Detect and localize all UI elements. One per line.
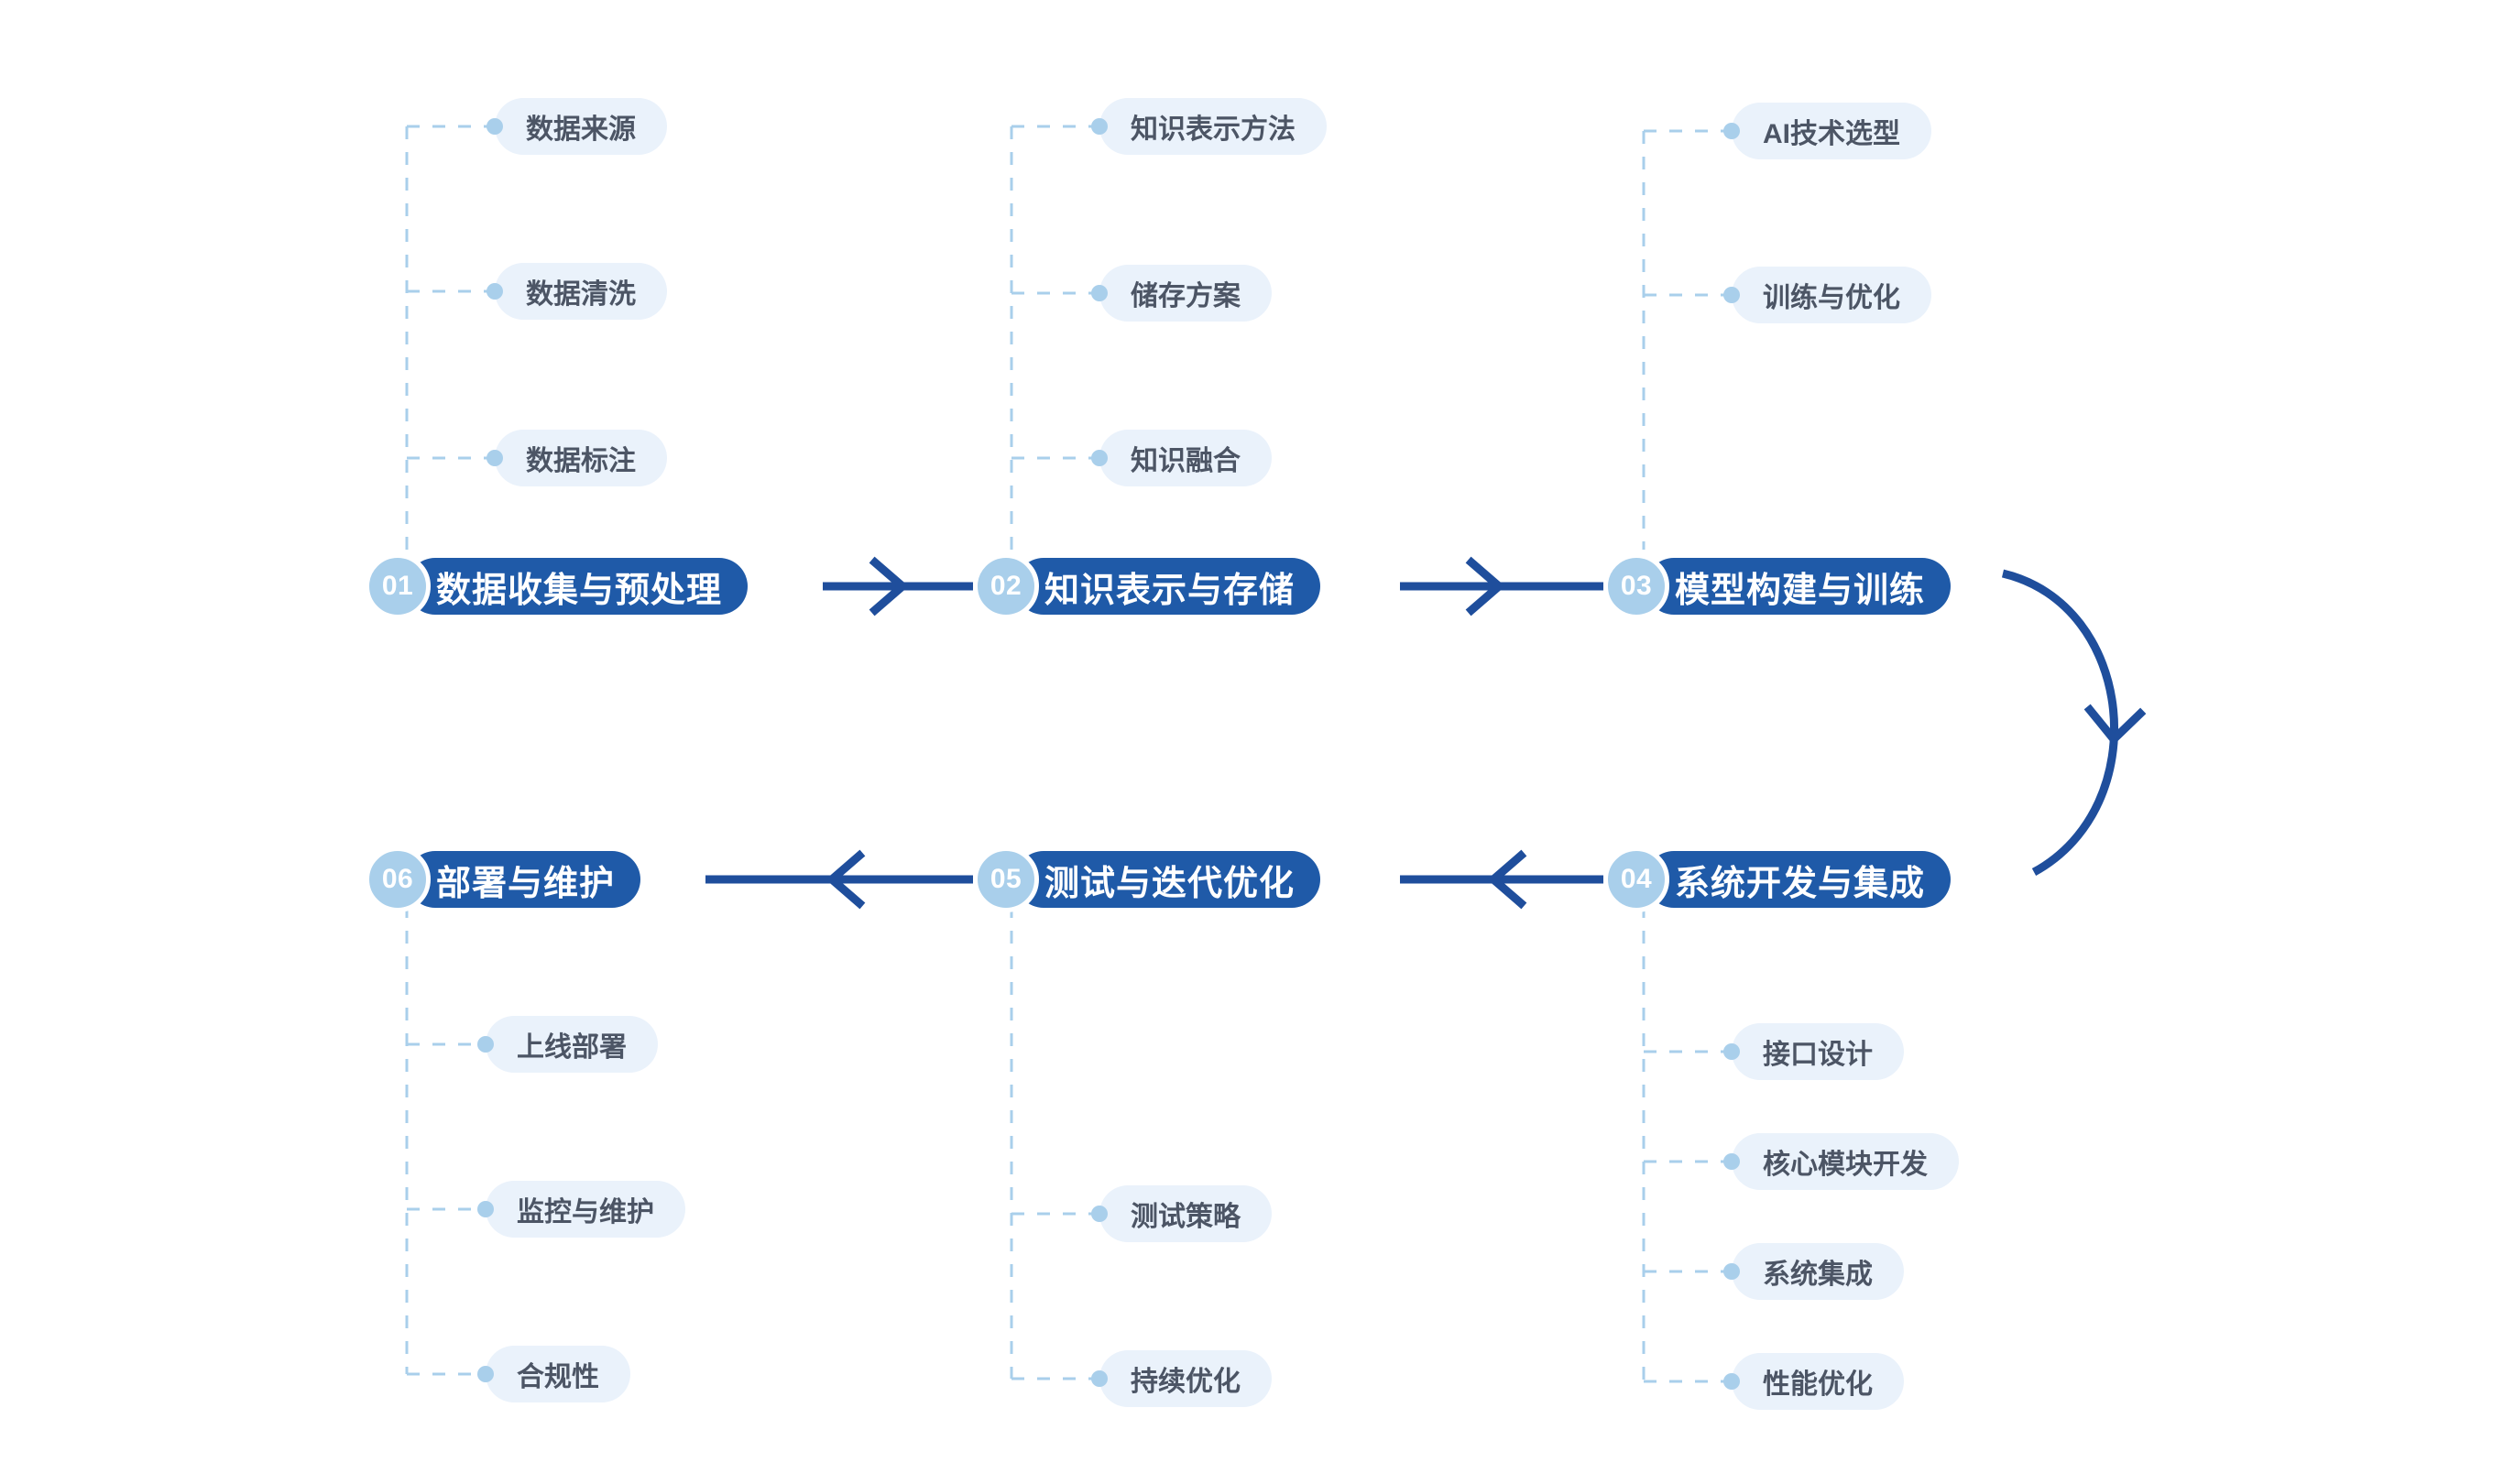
- sub-item-pill-06-1[interactable]: 上线部署: [486, 1016, 658, 1073]
- stage-number-badge-03: 03: [1603, 553, 1669, 619]
- sub-item-label: 知识表示方法: [1131, 115, 1296, 145]
- flow-arrow-02-to-03: [1400, 556, 1603, 617]
- stage-label-03: 模型构建与训练: [1646, 558, 1952, 615]
- sub-item-dot-04-3: [1723, 1263, 1740, 1280]
- sub-item-dot-02-3: [1091, 450, 1108, 466]
- sub-item-pill-01-2[interactable]: 数据清洗: [495, 263, 667, 320]
- sub-item-pill-03-2[interactable]: 训练与优化: [1732, 267, 1931, 323]
- stage-bar-06[interactable]: 06 部署与维护: [365, 846, 641, 912]
- stage-number-badge-06: 06: [365, 846, 431, 912]
- sub-item-dot-06-2: [477, 1201, 494, 1217]
- sub-item-dot-04-2: [1723, 1153, 1740, 1170]
- sub-item-dot-01-1: [487, 118, 503, 135]
- sub-item-pill-01-3[interactable]: 数据标注: [495, 430, 667, 486]
- sub-item-pill-04-4[interactable]: 性能优化: [1732, 1353, 1904, 1410]
- sub-item-label: 持续优化: [1131, 1367, 1241, 1397]
- sub-item-label: 数据来源: [526, 115, 636, 145]
- dashed-branch-group-03: [1642, 129, 1724, 550]
- sub-item-label: 测试策略: [1131, 1202, 1241, 1232]
- dashed-branch-group-01: [405, 125, 487, 550]
- stage-number-badge-02: 02: [973, 553, 1039, 619]
- sub-item-label: 训练与优化: [1763, 283, 1900, 313]
- flow-arrowhead-03-to-04: [2083, 704, 2147, 746]
- sub-item-pill-04-1[interactable]: 接口设计: [1732, 1023, 1904, 1080]
- stage-bar-01[interactable]: 01 数据收集与预处理: [365, 553, 749, 619]
- flow-arrowhead-02-to-03: [1465, 556, 1505, 617]
- stage-label-05: 测试与迭代优化: [1015, 851, 1321, 908]
- stage-number-badge-05: 05: [973, 846, 1039, 912]
- sub-item-pill-06-2[interactable]: 监控与维护: [486, 1181, 685, 1238]
- sub-item-pill-04-3[interactable]: 系统集成: [1732, 1243, 1904, 1300]
- sub-item-dot-04-1: [1723, 1043, 1740, 1060]
- sub-item-pill-01-1[interactable]: 数据来源: [495, 98, 667, 155]
- sub-item-dot-02-2: [1091, 285, 1108, 301]
- stage-label-06: 部署与维护: [407, 851, 641, 908]
- sub-item-dot-01-2: [487, 283, 503, 300]
- dashed-branch-group-04: [1642, 879, 1724, 1383]
- sub-item-dot-03-2: [1723, 287, 1740, 303]
- sub-item-pill-05-2[interactable]: 持续优化: [1099, 1350, 1272, 1407]
- flow-arrow-04-to-05: [1400, 849, 1603, 910]
- sub-item-dot-06-1: [477, 1036, 494, 1053]
- sub-item-label: 性能优化: [1763, 1369, 1873, 1400]
- sub-item-dot-06-3: [477, 1366, 494, 1382]
- sub-item-pill-03-1[interactable]: AI技术选型: [1732, 103, 1931, 159]
- flow-arrowhead-01-to-02: [869, 556, 909, 617]
- sub-item-label: 数据清洗: [526, 279, 636, 310]
- sub-item-label: 上线部署: [517, 1032, 627, 1063]
- stage-number-badge-01: 01: [365, 553, 431, 619]
- stage-bar-02[interactable]: 02 知识表示与存储: [973, 553, 1321, 619]
- sub-item-label: 核心模块开发: [1763, 1150, 1928, 1180]
- sub-item-label: 知识融合: [1131, 446, 1241, 476]
- flow-arrowhead-04-to-05: [1487, 849, 1527, 910]
- flow-curve-03-to-04: [2001, 569, 2118, 876]
- sub-item-label: 储存方案: [1131, 281, 1241, 311]
- sub-item-label: 监控与维护: [517, 1197, 654, 1228]
- flow-arrowhead-05-to-06: [826, 849, 866, 910]
- sub-item-dot-01-3: [487, 450, 503, 466]
- sub-item-pill-02-2[interactable]: 储存方案: [1099, 265, 1272, 322]
- flow-arrow-05-to-06: [705, 849, 973, 910]
- sub-item-dot-05-1: [1091, 1206, 1108, 1222]
- dashed-branch-group-02: [1010, 125, 1092, 550]
- stage-bar-05[interactable]: 05 测试与迭代优化: [973, 846, 1321, 912]
- sub-item-label: AI技术选型: [1763, 119, 1900, 149]
- sub-item-pill-05-1[interactable]: 测试策略: [1099, 1185, 1272, 1242]
- flow-arrow-03-to-04: [2001, 569, 2147, 876]
- sub-item-dot-03-1: [1723, 123, 1740, 139]
- flow-arrow-01-to-02: [823, 556, 973, 617]
- sub-item-label: 合规性: [517, 1362, 599, 1392]
- dashed-branch-group-05: [1010, 879, 1092, 1380]
- sub-item-label: 系统集成: [1763, 1260, 1873, 1290]
- sub-item-pill-06-3[interactable]: 合规性: [486, 1346, 630, 1402]
- sub-item-pill-02-1[interactable]: 知识表示方法: [1099, 98, 1327, 155]
- stage-label-04: 系统开发与集成: [1646, 851, 1952, 908]
- sub-item-label: 接口设计: [1763, 1040, 1873, 1070]
- stage-bar-03[interactable]: 03 模型构建与训练: [1603, 553, 1952, 619]
- sub-item-dot-02-1: [1091, 118, 1108, 135]
- sub-item-pill-02-3[interactable]: 知识融合: [1099, 430, 1272, 486]
- sub-item-label: 数据标注: [526, 446, 636, 476]
- stage-number-badge-04: 04: [1603, 846, 1669, 912]
- stage-label-01: 数据收集与预处理: [407, 558, 749, 615]
- sub-item-dot-05-2: [1091, 1370, 1108, 1387]
- sub-item-dot-04-4: [1723, 1373, 1740, 1390]
- dashed-branch-group-06: [405, 879, 478, 1376]
- stage-label-02: 知识表示与存储: [1015, 558, 1321, 615]
- stage-bar-04[interactable]: 04 系统开发与集成: [1603, 846, 1952, 912]
- sub-item-pill-04-2[interactable]: 核心模块开发: [1732, 1133, 1959, 1190]
